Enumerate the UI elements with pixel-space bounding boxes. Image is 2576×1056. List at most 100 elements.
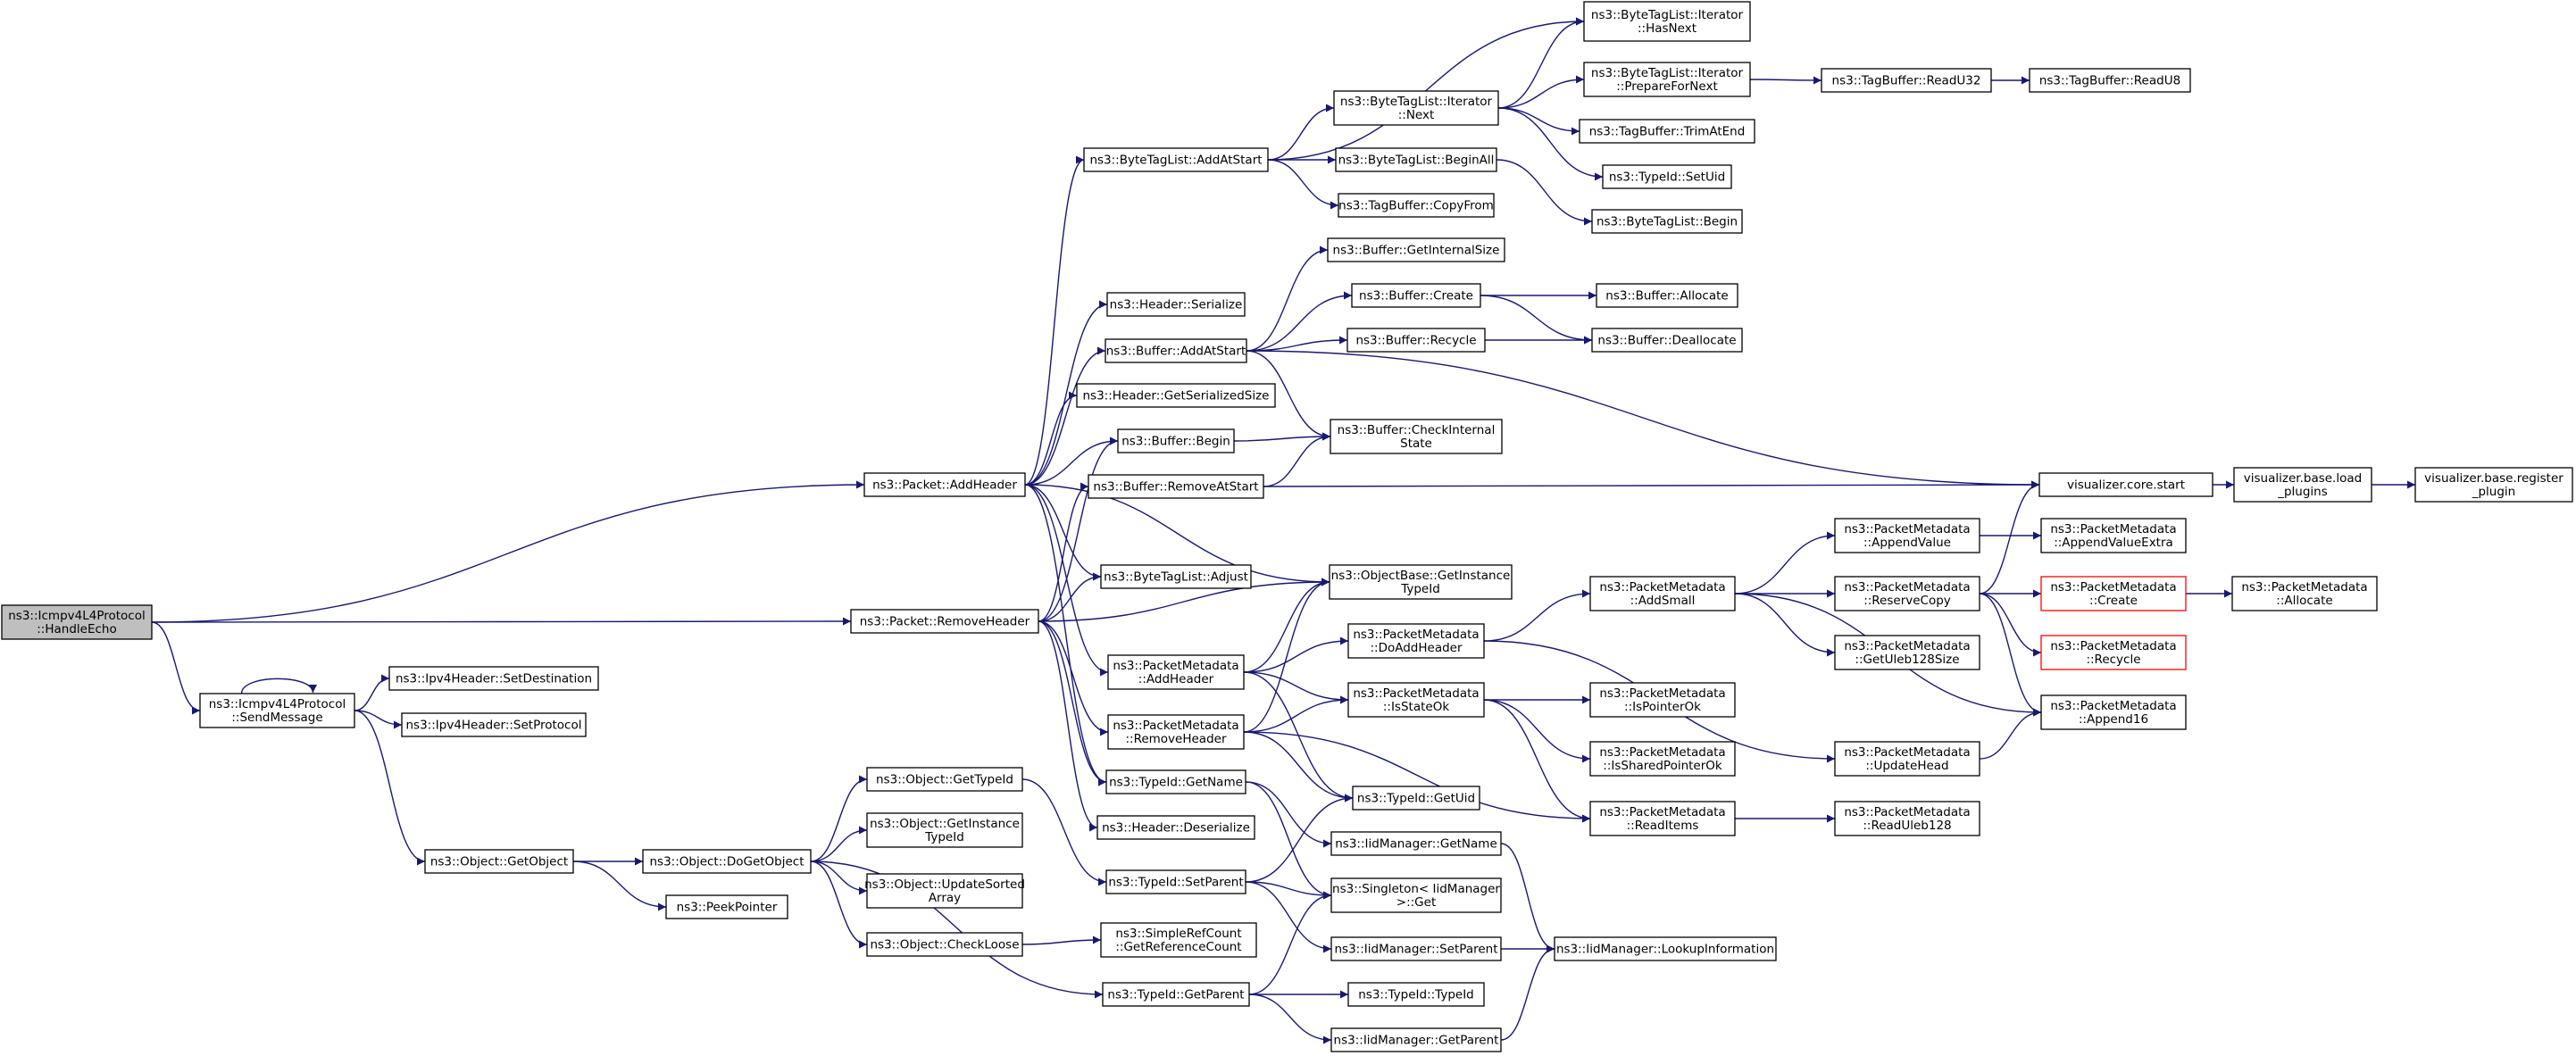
node-header_deserialize[interactable]: ns3::Header::Deserialize — [1096, 815, 1255, 840]
node-label: ns3::PacketMetadata — [1844, 639, 1970, 653]
node-btl_adjust[interactable]: ns3::ByteTagList::Adjust — [1100, 564, 1252, 589]
node-label: ns3::Packet::AddHeader — [872, 478, 1017, 493]
edge-sendmessage-to-setdestination — [354, 674, 390, 711]
edge-removeheader-to-btl_adjust — [1038, 572, 1102, 622]
node-typeid_getparent[interactable]: ns3::TypeId::GetParent — [1102, 982, 1250, 1007]
node-it_hasnext[interactable]: ns3::ByteTagList::Iterator::HasNext — [1583, 1, 1751, 42]
node-pm_recycle[interactable]: ns3::PacketMetadata::Recycle — [2040, 635, 2187, 670]
node-getserializedsize[interactable]: ns3::Header::GetSerializedSize — [1076, 383, 1276, 408]
node-gettypeid[interactable]: ns3::Object::GetTypeId — [866, 767, 1023, 792]
node-pm_updatehead[interactable]: ns3::PacketMetadata::UpdateHead — [1834, 741, 1980, 777]
node-buf_begin[interactable]: ns3::Buffer::Begin — [1117, 428, 1235, 453]
node-buf_addatstart[interactable]: ns3::Buffer::AddAtStart — [1105, 338, 1247, 363]
node-box — [1554, 936, 1777, 961]
node-buf_deallocate[interactable]: ns3::Buffer::Deallocate — [1591, 328, 1743, 353]
node-iidm_lookupinformation[interactable]: ns3::IidManager::LookupInformation — [1554, 936, 1777, 961]
node-handleecho[interactable]: ns3::Icmpv4L4Protocol::HandleEcho — [1, 604, 153, 640]
node-label: ns3::PacketMetadata — [2050, 522, 2176, 536]
node-buf_getinternalsize[interactable]: ns3::Buffer::GetInternalSize — [1327, 237, 1505, 262]
edge-typeid_setparent-to-singleton_get — [1245, 881, 1332, 900]
node-pm_issharedpointerok[interactable]: ns3::PacketMetadata::IsSharedPointerOk — [1589, 741, 1736, 777]
edge-it_preparefornext-to-tb_readu32 — [1749, 76, 1822, 85]
node-box — [1100, 922, 1257, 958]
node-vis_core_start[interactable]: visualizer.core.start — [2038, 472, 2213, 497]
node-iidm_getname[interactable]: ns3::IidManager::GetName — [1330, 831, 1502, 856]
node-tb_copyfrom[interactable]: ns3::TagBuffer::CopyFrom — [1338, 193, 1495, 218]
node-box — [2233, 467, 2372, 503]
node-typeid_setparent[interactable]: ns3::TypeId::SetParent — [1105, 869, 1246, 894]
node-dogetobject[interactable]: ns3::Object::DoGetObject — [642, 849, 812, 874]
node-pm_readuleb128[interactable]: ns3::PacketMetadata::ReadUleb128 — [1834, 801, 1980, 836]
node-box — [1834, 741, 1980, 777]
node-it_preparefornext[interactable]: ns3::ByteTagList::Iterator::PrepareForNe… — [1583, 62, 1751, 97]
node-pm_getuleb128size[interactable]: ns3::PacketMetadata::GetUleb128Size — [1834, 635, 1980, 670]
node-iidm_setparent[interactable]: ns3::IidManager::SetParent — [1330, 936, 1502, 961]
node-setdestination[interactable]: ns3::Ipv4Header::SetDestination — [388, 666, 599, 691]
node-pm_reservecopy[interactable]: ns3::PacketMetadata::ReserveCopy — [1834, 576, 1980, 611]
node-box — [1352, 786, 1480, 811]
node-box — [1347, 682, 1485, 718]
node-iidm_getparent[interactable]: ns3::IidManager::GetParent — [1330, 1027, 1502, 1052]
node-box — [1351, 283, 1481, 308]
node-pm_readitems[interactable]: ns3::PacketMetadata::ReadItems — [1589, 801, 1736, 836]
node-typeid_typeid[interactable]: ns3::TypeId::TypeId — [1347, 982, 1485, 1007]
node-vis_register_plugin[interactable]: visualizer.base.register_plugin — [2414, 467, 2573, 503]
node-pm_appendvalueextra[interactable]: ns3::PacketMetadata::AppendValueExtra — [2040, 518, 2187, 553]
node-tb_trimatend[interactable]: ns3::TagBuffer::TrimAtEnd — [1579, 119, 1755, 144]
node-label: ns3::SimpleRefCount — [1115, 927, 1241, 941]
node-getreferencecount[interactable]: ns3::SimpleRefCount::GetReferenceCount — [1100, 922, 1257, 958]
node-tb_readu32[interactable]: ns3::TagBuffer::ReadU32 — [1821, 68, 1992, 93]
node-buf_removeatstart[interactable]: ns3::Buffer::RemoveAtStart — [1088, 474, 1264, 499]
edge-pm_addheader-to-pm_isstateok — [1243, 671, 1349, 704]
edge-sendmessage-to-sendmessage — [240, 678, 317, 694]
node-pm_create[interactable]: ns3::PacketMetadata::Create — [2040, 576, 2187, 611]
node-typeid_getuid[interactable]: ns3::TypeId::GetUid — [1352, 786, 1480, 811]
node-buf_recycle[interactable]: ns3::Buffer::Recycle — [1346, 328, 1486, 353]
node-setprotocol[interactable]: ns3::Ipv4Header::SetProtocol — [401, 712, 587, 737]
node-getobject[interactable]: ns3::Object::GetObject — [424, 849, 574, 874]
node-pm_appendvalue[interactable]: ns3::PacketMetadata::AppendValue — [1834, 518, 1980, 553]
node-header_serialize[interactable]: ns3::Header::Serialize — [1106, 292, 1246, 317]
node-checkloose[interactable]: ns3::Object::CheckLoose — [866, 932, 1023, 957]
edge-pm_addsmall-to-pm_getuleb128size — [1734, 593, 1836, 657]
node-box — [1579, 119, 1755, 144]
node-pm_allocate[interactable]: ns3::PacketMetadata::Allocate — [2231, 576, 2378, 611]
node-btl_beginall[interactable]: ns3::ByteTagList::BeginAll — [1335, 147, 1497, 172]
node-removeheader[interactable]: ns3::Packet::RemoveHeader — [850, 609, 1039, 634]
node-pm_ispointerok[interactable]: ns3::PacketMetadata::IsPointerOk — [1589, 682, 1736, 718]
node-vis_load_plugins[interactable]: visualizer.base.load_plugins — [2233, 467, 2372, 503]
node-btl_begin[interactable]: ns3::ByteTagList::Begin — [1591, 209, 1743, 234]
node-label: ::PrepareForNext — [1616, 79, 1718, 94]
node-btl_addatstart[interactable]: ns3::ByteTagList::AddAtStart — [1083, 147, 1269, 172]
node-typeid_setuid[interactable]: ns3::TypeId::SetUid — [1602, 164, 1732, 189]
node-label: ::AddHeader — [1138, 672, 1214, 686]
node-label: ns3::PacketMetadata — [1599, 686, 1725, 701]
node-peekpointer[interactable]: ns3::PeekPointer — [665, 894, 788, 919]
node-pm_addheader[interactable]: ns3::PacketMetadata::AddHeader — [1107, 654, 1245, 690]
node-pm_doaddheader[interactable]: ns3::PacketMetadata::DoAddHeader — [1347, 623, 1485, 659]
node-label: ns3::PeekPointer — [677, 901, 778, 915]
node-label: _plugins — [2277, 485, 2328, 499]
node-it_next[interactable]: ns3::ByteTagList::Iterator::Next — [1333, 90, 1499, 126]
node-label: TypeId — [1400, 582, 1440, 596]
node-tb_readu8[interactable]: ns3::TagBuffer::ReadU8 — [2029, 68, 2191, 93]
node-typeid_getname[interactable]: ns3::TypeId::GetName — [1105, 769, 1246, 794]
node-buf_allocate[interactable]: ns3::Buffer::Allocate — [1596, 283, 1738, 308]
node-label: Array — [929, 891, 961, 905]
node-singleton_get[interactable]: ns3::Singleton< IidManager >::Get — [1330, 877, 1502, 913]
node-pm_append16[interactable]: ns3::PacketMetadata::Append16 — [2040, 694, 2187, 730]
node-pm_removeheader[interactable]: ns3::PacketMetadata::RemoveHeader — [1107, 714, 1245, 750]
node-sendmessage[interactable]: ns3::Icmpv4L4Protocol::SendMessage — [199, 693, 355, 728]
node-pm_isstateok[interactable]: ns3::PacketMetadata::IsStateOk — [1347, 682, 1485, 718]
node-addheader[interactable]: ns3::Packet::AddHeader — [863, 472, 1026, 497]
node-buf_create[interactable]: ns3::Buffer::Create — [1351, 283, 1481, 308]
edge-btl_addatstart-to-tb_copyfrom — [1267, 159, 1339, 210]
node-pm_addsmall[interactable]: ns3::PacketMetadata::AddSmall — [1589, 576, 1736, 611]
node-label: ns3::Singleton< IidManager — [1332, 882, 1500, 896]
node-box — [1589, 741, 1736, 777]
node-box — [1335, 147, 1497, 172]
